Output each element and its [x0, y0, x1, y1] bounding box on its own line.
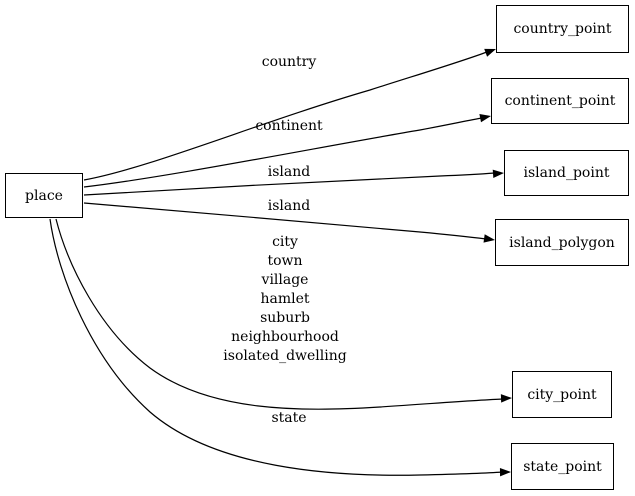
arrow-head-icon — [499, 467, 511, 477]
node-country_point[interactable]: country_point — [496, 5, 629, 53]
node-continent_point[interactable]: continent_point — [491, 78, 629, 124]
node-state_point[interactable]: state_point — [511, 443, 614, 490]
node-label: continent_point — [504, 93, 616, 109]
edge-label-place-city_point: city town village hamlet suburb neighbourhood… — [223, 233, 346, 366]
edge-line — [83, 172, 496, 196]
node-label: city_point — [527, 386, 597, 403]
arrow-head-icon — [479, 113, 491, 123]
arrow-head-icon — [500, 394, 512, 403]
edge-place-city_point — [55, 218, 512, 410]
node-island_point[interactable]: island_point — [504, 150, 629, 196]
node-label: place — [25, 187, 63, 204]
node-island_polygon[interactable]: island_polygon — [495, 219, 629, 266]
edge-label-line: neighbourhood — [231, 329, 339, 345]
edge-place-state_point — [49, 218, 511, 477]
edge-line — [83, 202, 487, 240]
edge-place-island_polygon — [83, 202, 495, 243]
edge-label-line: isolated_dwelling — [223, 348, 347, 364]
edge-label-line: village — [261, 272, 309, 288]
node-label: country_point — [513, 21, 612, 37]
node-label: island_polygon — [509, 234, 615, 251]
edge-place-continent_point — [83, 113, 491, 188]
edge-label-place-country_point: country — [261, 54, 317, 70]
edge-line — [83, 117, 483, 188]
edge-label-place-island_polygon: island — [267, 198, 311, 214]
edge-place-country_point — [83, 48, 496, 181]
edge-label-place-state_point: state — [271, 410, 307, 426]
node-label: state_point — [523, 458, 602, 475]
arrow-head-icon — [484, 48, 496, 57]
edge-line — [49, 218, 503, 476]
edge-line — [55, 218, 504, 410]
edge-label-place-island_point: island — [267, 164, 311, 180]
edge-label-place-continent_point: continent — [255, 118, 323, 134]
edge-label-line: city — [272, 234, 298, 250]
arrow-head-icon — [483, 234, 495, 243]
arrow-head-icon — [492, 169, 504, 178]
edge-line — [83, 51, 488, 181]
node-label: island_point — [523, 165, 610, 181]
edge-place-island_point — [83, 169, 504, 196]
node-city_point[interactable]: city_point — [512, 371, 612, 418]
node-place[interactable]: place — [5, 173, 83, 218]
edge-label-line: town — [267, 253, 303, 269]
edge-label-line: suburb — [260, 310, 310, 326]
edge-label-line: hamlet — [260, 291, 310, 307]
